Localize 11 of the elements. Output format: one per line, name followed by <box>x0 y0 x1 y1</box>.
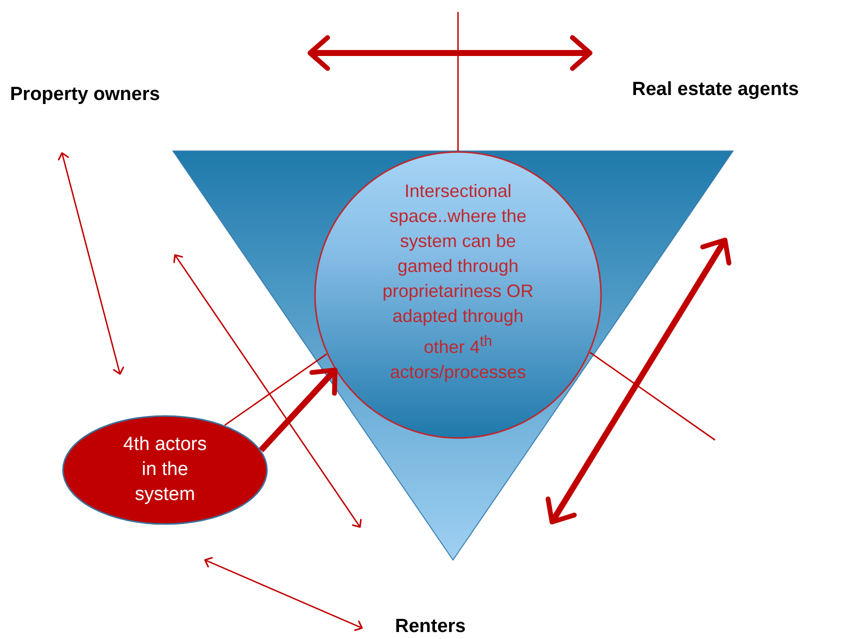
connector-line <box>224 353 328 426</box>
arrow <box>258 368 338 452</box>
actor-ellipse <box>62 415 268 525</box>
ellipse-label: 4th actors in the system <box>122 433 208 507</box>
description-text: Intersectional space..where the system can be gamed through proprietariness OR adapted through other 4$^{th}$ actors/processes <box>381 180 535 384</box>
connector-line <box>457 12 459 151</box>
actor-label: Renters <box>395 614 485 639</box>
intersection-circle <box>314 151 602 439</box>
actor-label: Real estate agents <box>632 75 867 105</box>
connector-line <box>590 352 716 441</box>
actor-label: Property owners <box>10 80 225 110</box>
